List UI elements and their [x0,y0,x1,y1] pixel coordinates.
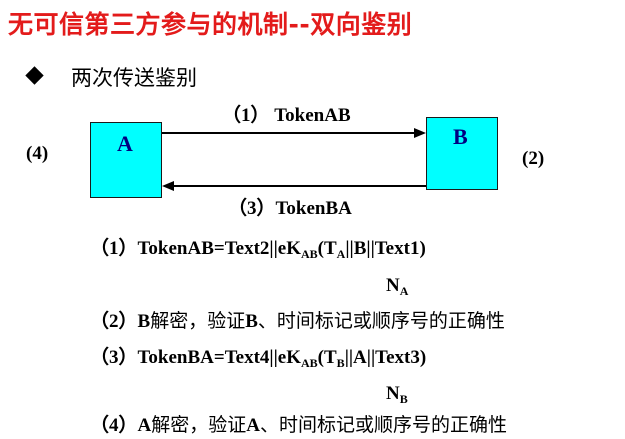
bullet-row: 两次传送鉴别 [25,62,197,92]
step-3-mid: (T [317,347,337,368]
nonce-a-label: NA [386,275,408,299]
arrow-a-to-b [162,128,426,138]
step-3-prefix: （3）TokenBA=Text4||eK [90,347,301,368]
nonce-a-sub: A [399,284,409,298]
left-side-label: (4) [26,143,49,164]
step-2-text: （2）B解密，验证B、时间标记或顺序号的正确性 [90,306,505,333]
nonce-b-base: N [386,383,400,404]
arrow-b-to-a [162,181,426,191]
step-3-sub-ab: AB [301,356,318,370]
nonce-b-label: NB [386,383,408,407]
step-2-entity: B [137,311,151,332]
entity-a-box: A [90,122,162,198]
step-3-suffix: ||A||Text3) [344,347,427,368]
step-1-mid: (T [317,238,337,259]
step-4-text2: 、时间标记或顺序号的正确性 [260,414,508,436]
step-3-formula: （3）TokenBA=Text4||eKAB(TB||A||Text3) [90,342,426,371]
nonce-a-base: N [386,275,400,296]
step-3-sub-b: B [336,356,345,370]
step-2-text2: 、时间标记或顺序号的正确性 [257,310,505,332]
arrow1-label: （1） TokenAB [222,105,351,126]
step-4-text: （4）A解密，验证A、时间标记或顺序号的正确性 [90,410,507,437]
step-1-sub-a: A [336,247,346,261]
step-1-sub-ab: AB [301,247,318,261]
slide-title: 无可信第三方参与的机制--双向鉴别 [8,10,413,39]
right-side-label: (2) [522,148,545,169]
step-2-entity2: B [245,311,258,332]
step-2-prefix: （2） [90,311,138,332]
bullet-text: 两次传送鉴别 [71,66,197,90]
step-4-text1: 解密，验证 [151,414,247,436]
entity-a-label: A [117,131,133,156]
step-1-prefix: （1）TokenAB=Text2||eK [90,238,301,259]
entity-b-box: B [426,117,498,190]
entity-b-label: B [453,124,468,149]
step-2-text1: 解密，验证 [150,310,246,332]
step-4-entity2: A [246,415,260,436]
step-4-entity: A [137,415,152,436]
arrow3-label: （3）TokenBA [228,198,352,219]
nonce-b-sub: B [399,392,408,406]
step-1-formula: （1）TokenAB=Text2||eKAB(TA||B||Text1) [90,233,426,262]
step-1-suffix: ||B||Text1) [345,238,426,259]
step-4-prefix: （4） [90,415,138,436]
